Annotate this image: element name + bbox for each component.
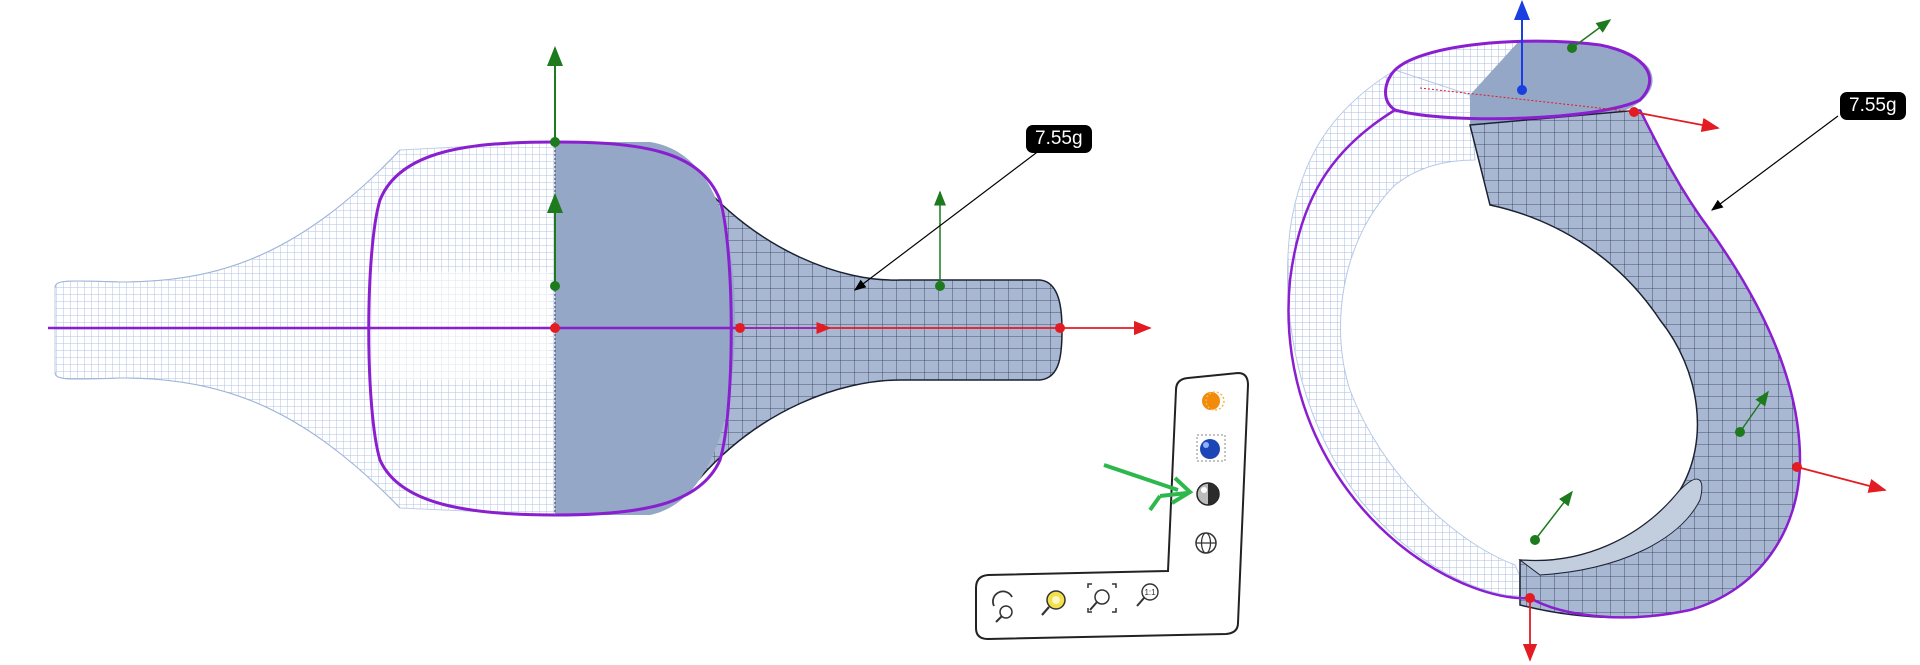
control-point[interactable] [1530,535,1540,545]
control-point[interactable] [550,137,560,147]
side-green-handle[interactable] [1739,390,1769,433]
top-green-handle[interactable] [1571,19,1612,49]
rotate-view-icon [992,590,1013,623]
weight-badge-left: 7.55g [1026,125,1092,153]
render-sphere-button[interactable] [1196,434,1226,462]
left-ring-side-view [48,46,1152,517]
render-sun-button[interactable] [1202,391,1225,411]
control-point[interactable] [935,281,945,291]
control-point[interactable] [735,323,745,333]
view-toolbar: 1:1 [975,371,1250,641]
control-point[interactable] [1525,593,1535,603]
control-point[interactable] [1629,107,1639,117]
zoom-dynamic-icon [1041,590,1066,616]
shaded-sphere-button[interactable] [1196,482,1220,506]
zoom-1-1-text: 1:1 [1144,588,1156,597]
bottom-green-handle[interactable] [1534,490,1573,541]
weight-leader-line [1711,115,1839,211]
highlight-arrow [1103,463,1194,512]
render-sphere-icon [1200,439,1220,459]
weight-badge-right: 7.55g [1840,92,1906,120]
zoom-dynamic-button[interactable] [1041,590,1066,616]
control-point[interactable] [1792,462,1802,472]
wireframe-globe-icon [1195,532,1217,554]
top-red-handle[interactable] [1633,111,1720,133]
control-point[interactable] [1735,427,1745,437]
control-point[interactable] [1517,85,1527,95]
right-ring-3d-view [1287,0,1887,662]
zoom-1-1-icon: 1:1 [1136,583,1159,607]
control-point[interactable] [1055,323,1065,333]
wireframe-globe-button[interactable] [1195,532,1217,554]
weight-leader-line [854,149,1041,291]
zoom-extents-icon [1087,583,1117,613]
control-point[interactable] [550,281,560,291]
ring-top-cap [1470,40,1653,125]
zoom-1-1-button[interactable]: 1:1 [1136,583,1159,607]
control-point[interactable] [550,323,560,333]
zoom-extents-button[interactable] [1087,583,1117,613]
control-point[interactable] [1567,43,1577,53]
render-sun-icon [1202,392,1220,410]
side-red-handle[interactable] [1796,466,1887,493]
rotate-view-button[interactable] [992,590,1013,623]
